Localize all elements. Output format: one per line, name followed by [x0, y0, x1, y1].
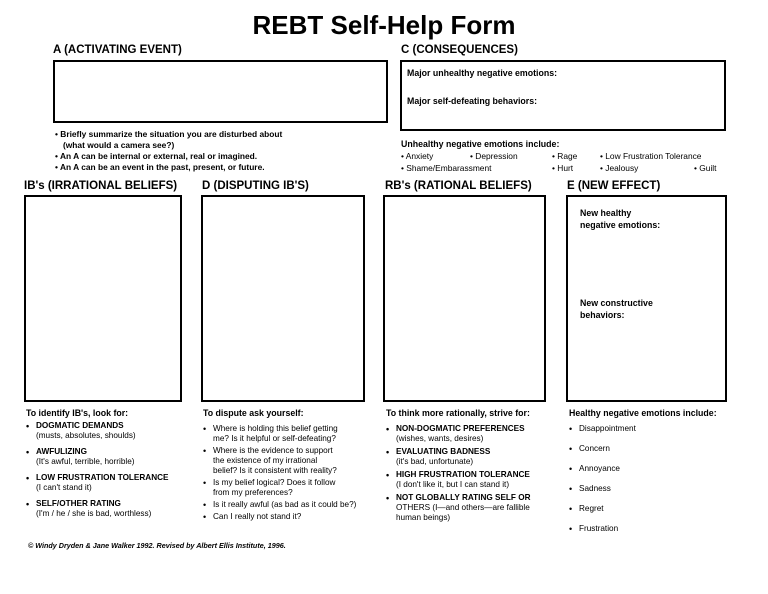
- e-emotions-label-1: New healthy: [580, 208, 632, 218]
- heading-disputing: D (DISPUTING IB'S): [202, 180, 309, 192]
- d-guide-item: Can I really not stand it?: [203, 512, 356, 522]
- unhealthy-emotion-lft: • Low Frustration Tolerance: [600, 151, 702, 161]
- a-instruction-2: • An A can be internal or external, real…: [55, 151, 258, 161]
- consequences-box[interactable]: Major unhealthy negative emotions: Major…: [400, 60, 726, 131]
- e-guide-list: Disappointment Concern Annoyance Sadness…: [569, 424, 636, 544]
- a-instruction-1b: (what would a camera see?): [63, 140, 175, 150]
- heading-rational-beliefs: RB's (RATIONAL BELIEFS): [385, 180, 532, 192]
- c-emotions-label: Major unhealthy negative emotions:: [407, 68, 558, 78]
- a-instruction-1: • Briefly summarize the situation you ar…: [55, 129, 283, 139]
- ib-guide-item: AWFULIZING(It's awful, terrible, horribl…: [26, 447, 169, 467]
- unhealthy-emotions-heading: Unhealthy negative emotions include:: [401, 139, 560, 149]
- e-behaviors-label-1: New constructive: [580, 298, 653, 308]
- e-emotions-label-2: negative emotions:: [580, 220, 661, 230]
- ib-guide-item: LOW FRUSTRATION TOLERANCE(I can't stand …: [26, 473, 169, 493]
- unhealthy-emotion-rage: • Rage: [552, 151, 578, 161]
- d-guide-item: Is my belief logical? Does it followfrom…: [203, 478, 356, 498]
- rb-guide-item: EVALUATING BADNESS(it's bad, unfortunate…: [386, 447, 546, 467]
- e-guide-heading: Healthy negative emotions include:: [569, 408, 717, 418]
- rb-guide-item: HIGH FRUSTRATION TOLERANCE(I don't like …: [386, 470, 546, 490]
- unhealthy-emotion-depression: • Depression: [470, 151, 518, 161]
- copyright-footer: © Windy Dryden & Jane Walker 1992. Revis…: [28, 541, 286, 550]
- a-instructions: • Briefly summarize the situation you ar…: [55, 129, 282, 173]
- heading-new-effect: E (NEW EFFECT): [567, 180, 661, 192]
- unhealthy-emotion-shame: • Shame/Embarassment: [401, 163, 492, 173]
- heading-irrational-beliefs: IB's (IRRATIONAL BELIEFS): [24, 180, 178, 192]
- ib-guide-list: DOGMATIC DEMANDS(musts, absolutes, shoul…: [26, 421, 169, 525]
- d-guide-heading: To dispute ask yourself:: [203, 408, 304, 418]
- e-emotions-label: New healthy negative emotions:: [580, 207, 660, 231]
- rb-guide-item: NON-DOGMATIC PREFERENCES(wishes, wants, …: [386, 424, 546, 444]
- irrational-beliefs-box[interactable]: [24, 195, 182, 402]
- new-effect-box[interactable]: New healthy negative emotions: New const…: [566, 195, 727, 402]
- e-behaviors-label-2: behaviors:: [580, 310, 625, 320]
- e-guide-item: Annoyance: [569, 464, 636, 474]
- form-title: REBT Self-Help Form: [252, 10, 516, 40]
- ib-guide-heading: To identify IB's, look for:: [26, 408, 129, 418]
- ib-guide-item: SELF/OTHER RATING(I'm / he / she is bad,…: [26, 499, 169, 519]
- a-instruction-3: • An A can be an event in the past, pres…: [55, 162, 265, 172]
- heading-activating-event: A (ACTIVATING EVENT): [53, 44, 182, 56]
- e-guide-item: Concern: [569, 444, 636, 454]
- unhealthy-emotion-jealousy: • Jealousy: [600, 163, 639, 173]
- d-guide-item: Is it really awful (as bad as it could b…: [203, 500, 356, 510]
- d-guide-list: Where is holding this belief gettingme? …: [203, 424, 356, 524]
- activating-event-box[interactable]: [53, 60, 388, 123]
- d-guide-item: Where is holding this belief gettingme? …: [203, 424, 356, 444]
- e-guide-item: Regret: [569, 504, 636, 514]
- e-behaviors-label: New constructive behaviors:: [580, 297, 653, 321]
- e-guide-item: Frustration: [569, 524, 636, 534]
- disputing-box[interactable]: [201, 195, 365, 402]
- unhealthy-emotion-guilt: • Guilt: [694, 163, 717, 173]
- unhealthy-emotion-anxiety: • Anxiety: [401, 151, 434, 161]
- e-guide-item: Sadness: [569, 484, 636, 494]
- rb-guide-list: NON-DOGMATIC PREFERENCES(wishes, wants, …: [386, 424, 546, 526]
- rb-guide-heading: To think more rationally, strive for:: [386, 408, 530, 418]
- rational-beliefs-box[interactable]: [383, 195, 546, 402]
- ib-guide-item: DOGMATIC DEMANDS(musts, absolutes, shoul…: [26, 421, 169, 441]
- heading-consequences: C (CONSEQUENCES): [401, 44, 518, 56]
- e-guide-item: Disappointment: [569, 424, 636, 434]
- c-behaviors-label: Major self-defeating behaviors:: [407, 96, 538, 106]
- unhealthy-emotion-hurt: • Hurt: [552, 163, 574, 173]
